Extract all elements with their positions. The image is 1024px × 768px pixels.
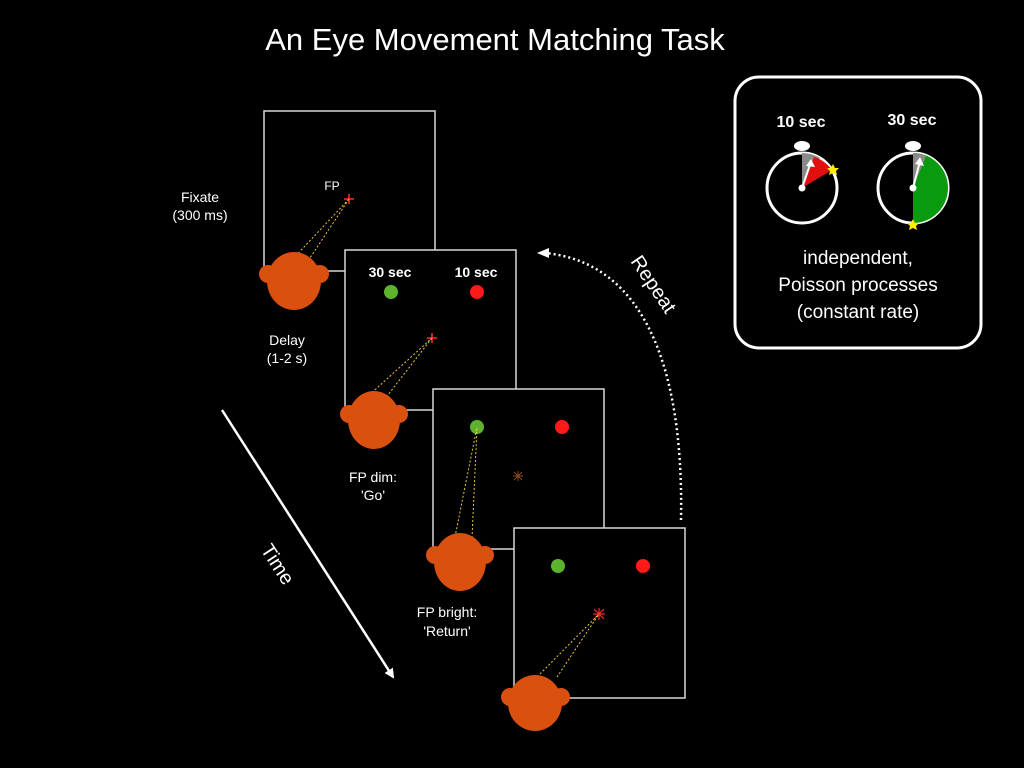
red-target	[636, 559, 650, 573]
timer-caption-line3: (constant rate)	[797, 302, 920, 323]
panel-fp-bright	[513, 527, 686, 699]
panel-fp-dim	[432, 388, 605, 550]
panel2-left-target-label: 30 sec	[369, 264, 412, 280]
panel2-right-target-label: 10 sec	[455, 264, 498, 280]
timer-box: 10 sec 30 sec	[733, 75, 983, 350]
dim-fixation-point-icon	[513, 471, 523, 481]
green-target	[384, 285, 398, 299]
time-label: Time	[256, 540, 298, 589]
head-icon	[340, 391, 408, 449]
delay-duration-label: (1-2 s)	[267, 350, 307, 366]
fp-dim-go-label: 'Go'	[361, 487, 385, 503]
repeat-arrowhead-icon	[537, 248, 549, 258]
timer-caption-line2: Poisson processes	[778, 275, 937, 296]
timer-left-label: 10 sec	[777, 114, 826, 131]
red-target	[470, 285, 484, 299]
time-arrow	[220, 409, 395, 679]
stopwatch-30sec-icon	[876, 141, 950, 230]
fp-dim-label: FP dim:	[349, 469, 397, 485]
slide-title: An Eye Movement Matching Task	[265, 22, 725, 57]
fp-bright-label: FP bright:	[417, 604, 477, 620]
timer-right-label: 30 sec	[888, 112, 937, 129]
fp-bright-return-label: 'Return'	[423, 623, 470, 639]
stopwatch-10sec-icon	[765, 141, 839, 225]
head-icon	[426, 533, 494, 591]
repeat-label: Repeat	[626, 252, 681, 318]
panel-delay: 30 sec 10 sec	[344, 249, 517, 411]
head-icon	[501, 675, 570, 731]
timer-caption-line1: independent,	[803, 248, 913, 269]
delay-label: Delay	[269, 332, 305, 348]
panel-fixate: FP	[263, 110, 436, 272]
fp-label: FP	[324, 179, 339, 193]
red-target	[555, 420, 569, 434]
fixate-duration-label: (300 ms)	[172, 207, 227, 223]
repeat-arrow	[544, 251, 683, 521]
green-target	[551, 559, 565, 573]
fixate-label: Fixate	[181, 189, 219, 205]
head-icon	[259, 252, 329, 310]
